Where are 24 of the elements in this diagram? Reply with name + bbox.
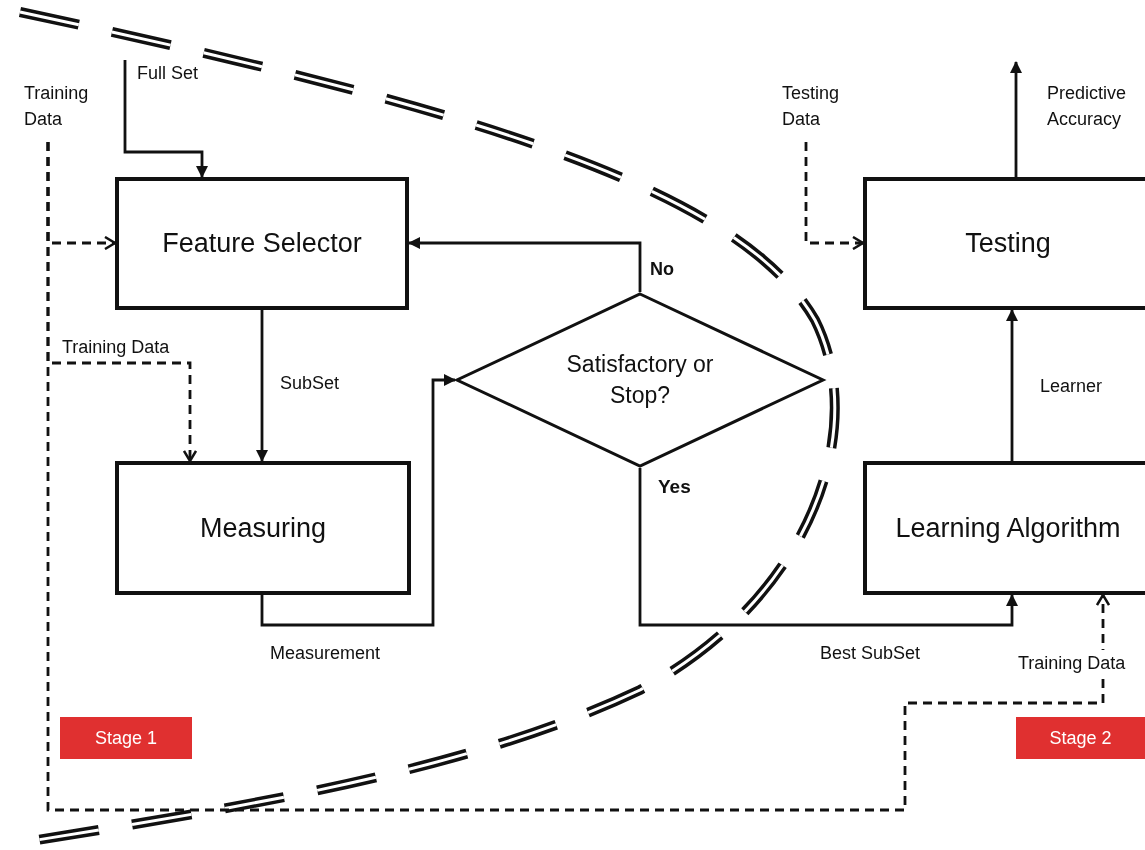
stage-tag: Stage 1 <box>60 717 192 759</box>
dashed-arrow <box>46 142 1111 812</box>
branch-label: Yes <box>658 476 691 498</box>
input-label: Training Data <box>24 80 114 142</box>
arrow <box>256 310 268 462</box>
decision-diamond <box>455 292 825 468</box>
arrow <box>260 374 456 627</box>
arrow <box>638 468 1018 627</box>
process-box <box>863 177 1145 310</box>
box-title: Measuring <box>199 511 327 545</box>
process-box <box>115 177 409 310</box>
process-box <box>115 461 411 595</box>
stage-tag: Stage 2 <box>1016 717 1145 759</box>
input-label: Testing Data <box>782 80 862 142</box>
dashed-arrow <box>804 142 865 251</box>
box-title: Learning Algorithm <box>895 511 1121 545</box>
process-box <box>863 461 1145 595</box>
arrow <box>123 60 208 178</box>
decision-question: Satisfactory or Stop? <box>565 349 715 410</box>
box-title: Testing <box>965 227 1051 260</box>
box-title: Feature Selector <box>162 227 362 260</box>
arrow <box>1006 309 1018 461</box>
arrow <box>1010 61 1022 177</box>
arrow <box>408 237 642 292</box>
